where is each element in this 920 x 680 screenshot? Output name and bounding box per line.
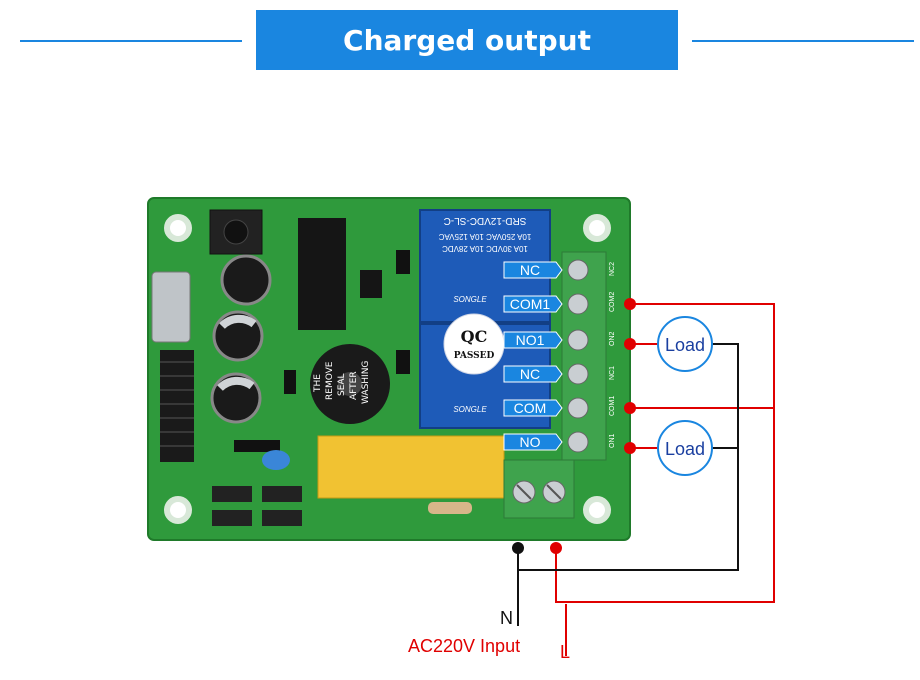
antenna-coil [160,350,194,462]
terminal-tag-label: COM1 [510,296,551,312]
ic-chip [298,218,346,330]
learn-button [209,209,263,255]
header-rule-left [20,40,242,42]
side-label: COM2 [609,292,616,312]
mounting-hole-tr [583,214,611,242]
live-label: L [560,642,570,662]
crystal-component [151,271,191,343]
side-label: NC2 [609,262,616,276]
terminal-tag-nc2 [503,261,563,279]
side-label: ON1 [609,434,616,449]
side-label: NC1 [609,366,616,380]
sticker-line: SEAL [337,373,347,396]
header-rule-right [692,40,914,42]
mounting-holes [164,214,611,524]
mounting-hole-tl [164,214,192,242]
power-relay [317,435,505,499]
buzzer-sticker: THE REMOVE SEAL AFTER WASHING [313,361,371,404]
relay-brand: SONGLE [453,295,487,304]
mounting-hole-bl [164,496,192,524]
sticker-line: WASHING [361,361,371,404]
terminal-tag-label: NO [520,434,541,450]
wire-endpoints [512,298,636,554]
side-label: ON2 [609,332,616,347]
qc-passed-label: PASSED [454,351,495,361]
neutral-wires [517,343,739,626]
mounting-hole-br [583,496,611,524]
terminal-tag-label: NC [520,262,540,278]
terminal-tag-com2 [503,295,563,313]
live-wires [555,303,775,656]
load-label: Load [665,335,705,355]
page-title-text: Charged output [343,23,591,57]
terminal-tag-label: COM [514,400,547,416]
ic-chip-small [360,270,382,298]
ac-input-label: AC220V Input [408,636,520,656]
page-title: Charged output [256,10,678,70]
relay-part-number: SRD-12VDC-SL-C [444,215,527,226]
terminal-tag-no2 [503,331,563,349]
relay-brand: SONGLE [453,405,487,414]
terminal-tag-label: NC [520,366,540,382]
side-label: COM1 [609,396,616,416]
qc-label: QC [461,327,488,346]
terminal-side-labels: NC2 COM2 ON2 NC1 COM1 ON1 [609,262,616,448]
terminal-tag-no1 [503,433,563,451]
small-components [212,250,472,526]
terminal-tag-nc1 [503,365,563,383]
load-1: Load [657,316,713,372]
terminal-tags: NC COM1 NO1 NC COM NO [503,261,563,451]
capacitors [210,254,272,424]
load-label: Load [665,439,705,459]
buzzer [310,344,390,424]
neutral-label: N [500,608,513,628]
relay-rating-line-2: 10A 30VDC 10A 28VDC [442,244,528,253]
sticker-line: AFTER [349,371,359,400]
load-2: Load [657,420,713,476]
terminal-tag-com1 [503,399,563,417]
qc-sticker: QC PASSED [443,313,505,375]
sticker-line: REMOVE [325,361,335,400]
output-terminal-block [561,251,607,461]
terminal-tag-label: NO1 [516,332,545,348]
power-terminal-block [503,459,575,519]
relay-rating-line-1: 10A 250VAC 10A 125VAC [438,232,531,241]
sticker-line: THE [313,374,323,393]
